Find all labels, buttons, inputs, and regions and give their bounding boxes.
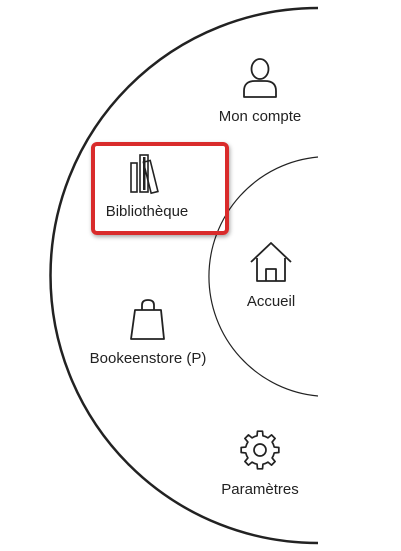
gear-icon: [238, 428, 282, 472]
outer-arc: [49, 6, 319, 545]
menu-item-library[interactable]: Bibliothèque: [94, 151, 200, 221]
shopping-bag-icon: [126, 297, 170, 341]
menu-item-label: Bookeenstore (P): [89, 350, 207, 367]
home-icon: [249, 240, 293, 284]
menu-item-label: Mon compte: [218, 108, 302, 125]
books-icon: [125, 151, 169, 195]
inner-arc: [208, 156, 319, 397]
menu-item-home[interactable]: Accueil: [235, 240, 307, 311]
menu-item-account[interactable]: Mon compte: [207, 55, 313, 126]
menu-item-label: Accueil: [246, 293, 296, 310]
menu-item-settings[interactable]: Paramètres: [207, 428, 313, 499]
menu-item-label: Paramètres: [221, 481, 299, 498]
menu-item-store[interactable]: Bookeenstore (P): [77, 297, 219, 368]
user-icon: [238, 55, 282, 99]
menu-item-label: Bibliothèque: [105, 203, 189, 220]
